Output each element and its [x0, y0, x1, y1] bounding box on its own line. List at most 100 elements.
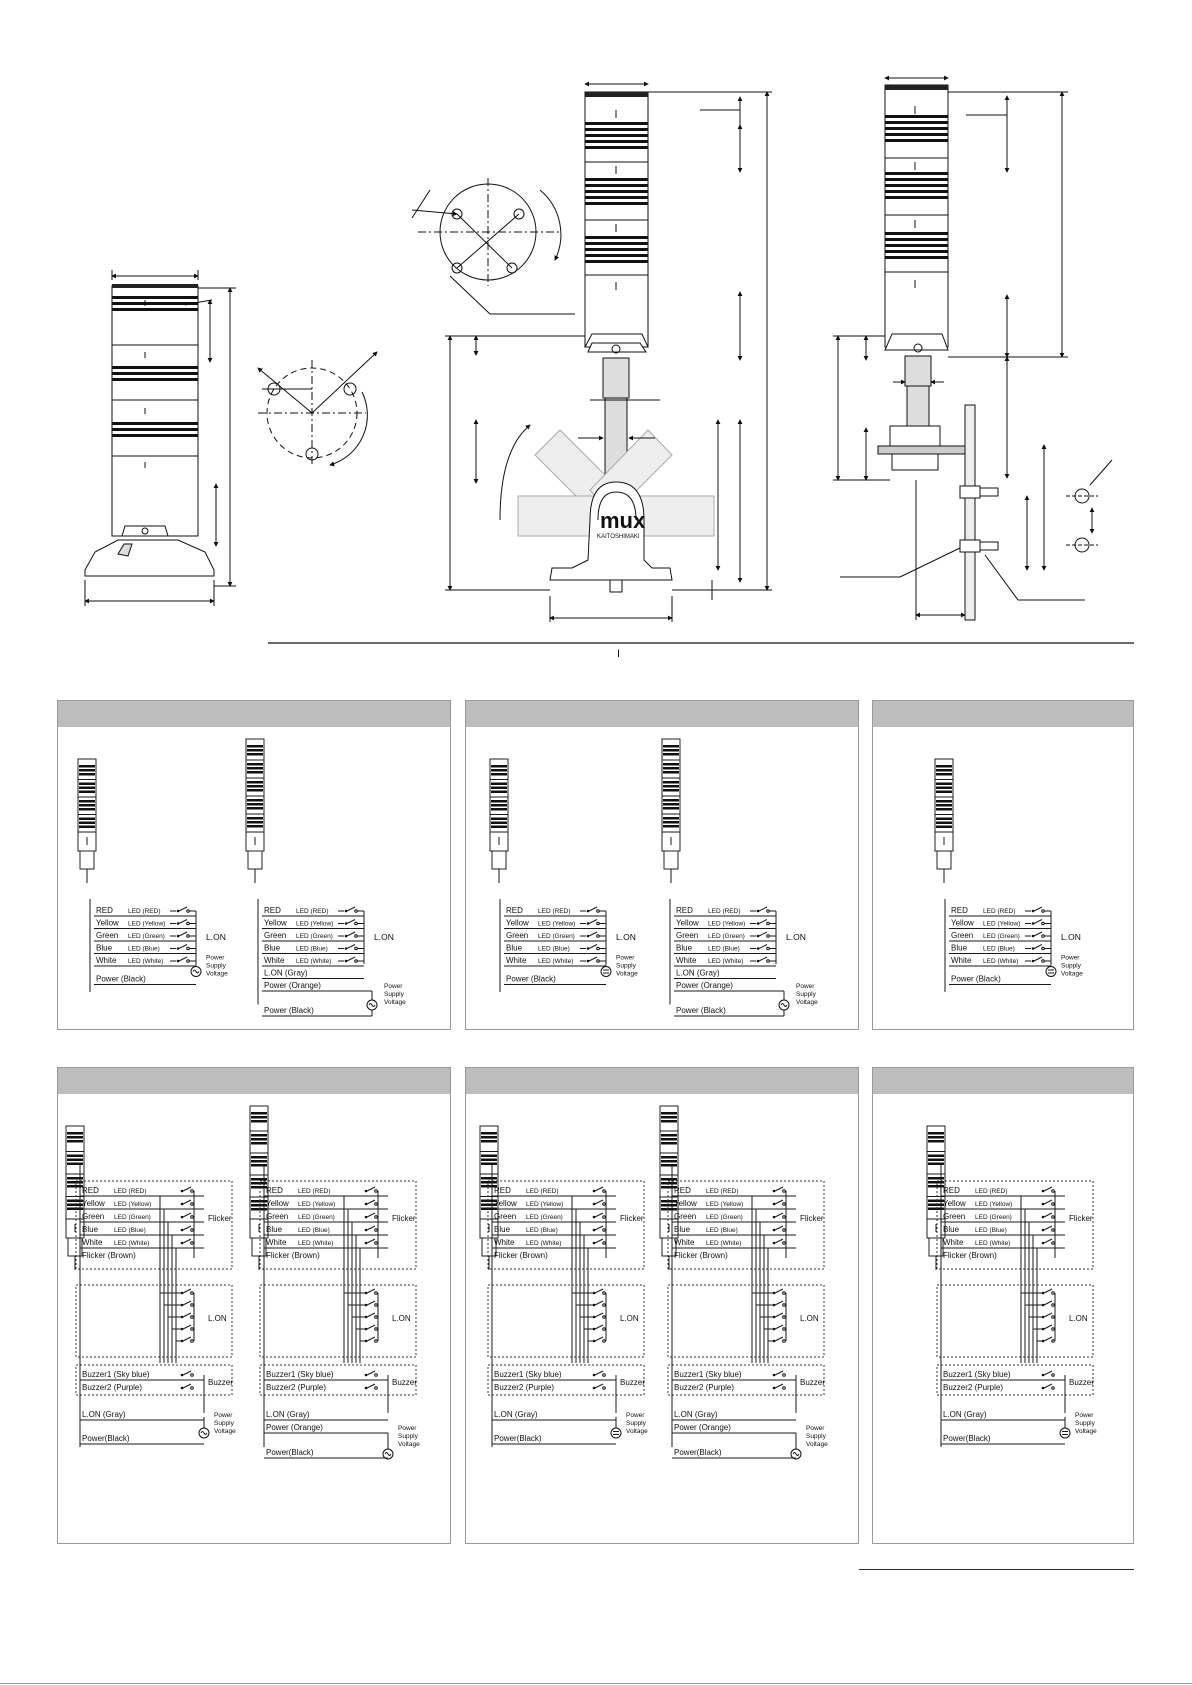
switch-contact [774, 1186, 784, 1192]
tower-tier-band [661, 1156, 677, 1159]
tower-tier-band [936, 765, 952, 768]
switch-contact [766, 959, 770, 963]
switch-contact [1043, 1312, 1053, 1318]
switch-contact [594, 1370, 604, 1376]
switch-contact [190, 1303, 194, 1307]
switch-contact [180, 1386, 184, 1390]
power-supply-label: Power [398, 1425, 417, 1432]
tower-tier-band [247, 749, 263, 752]
led-wire-label: White [96, 956, 117, 965]
tower-tier-band [79, 804, 95, 807]
flicker-block [667, 1180, 825, 1270]
flicker-brown-label: Flicker (Brown) [943, 1251, 997, 1260]
led-color-label: LED (Yellow) [526, 1201, 563, 1208]
dc-source-icon [1045, 966, 1057, 977]
tower-tier-band [481, 1177, 497, 1180]
led-wire-label: Green [506, 931, 528, 940]
tower-tier-band [928, 1162, 944, 1165]
switch-contact [772, 1373, 776, 1377]
power-supply-label: Supply [206, 963, 227, 970]
tower-tier-band [928, 1136, 944, 1139]
switch-contact [594, 1300, 604, 1306]
tower-tier-band [663, 821, 679, 824]
switch-contact [774, 1225, 784, 1231]
tower-tier-band [251, 1186, 267, 1189]
switch-contact [586, 909, 590, 913]
switch-contact [354, 934, 358, 938]
power-supply-label: Supply [616, 963, 637, 970]
switch-contact [772, 1291, 776, 1295]
buzzer-label: Buzzer [1069, 1378, 1094, 1387]
switch-contact [782, 1303, 786, 1307]
switch-contact [758, 956, 768, 962]
led-wire-label: Yellow [264, 919, 287, 928]
switch-contact [588, 956, 598, 962]
buzzer1-label: Buzzer1 (Sky blue) [82, 1370, 150, 1379]
led-wire-label: White [266, 1238, 287, 1247]
switch-contact [588, 931, 598, 937]
led-color-label: LED (RED) [706, 1188, 739, 1195]
led-wire-label: Yellow [943, 1199, 966, 1208]
power-black-label: Power(Black) [674, 1448, 722, 1457]
tower-tier-band [247, 821, 263, 824]
switch-contact [596, 946, 600, 951]
switch-contact [1033, 931, 1043, 937]
ac-source-icon [200, 1431, 208, 1435]
lon-gray-label: L.ON (Gray) [676, 969, 720, 978]
led-wire-label: RED [264, 906, 281, 915]
led-color-label: LED (White) [296, 958, 331, 965]
tower-tier-band [661, 1200, 677, 1203]
switch-contact [190, 1373, 194, 1377]
switch-contact [774, 1336, 784, 1342]
switch-contact [782, 1373, 786, 1377]
led-color-label: LED (White) [538, 958, 573, 965]
switch-contact [182, 1312, 192, 1318]
led-wire-label: Green [264, 931, 286, 940]
switch-contact [186, 934, 190, 938]
switch-contact [344, 947, 348, 950]
led-wire-label: Green [96, 931, 118, 940]
led-wire-label: RED [96, 906, 113, 915]
tower-tier-band [481, 1140, 497, 1143]
switch-contact [182, 1300, 192, 1306]
switch-contact [1051, 1373, 1055, 1377]
switch-contact [594, 1324, 604, 1330]
lon-gray-label: L.ON (Gray) [264, 969, 308, 978]
tower-tier-band [491, 800, 507, 803]
led-wire-label: RED [506, 906, 523, 915]
switch-contact [772, 1327, 776, 1331]
led-color-label: LED (Yellow) [975, 1201, 1012, 1208]
led-color-label: LED (Blue) [975, 1227, 1007, 1234]
tower-tier-band [79, 786, 95, 789]
led-color-label: LED (Yellow) [296, 921, 333, 928]
led-color-label: LED (Green) [706, 1214, 743, 1221]
tower-tier-band [79, 808, 95, 811]
tower-tier-band [663, 789, 679, 792]
switch-contact [782, 1228, 786, 1232]
tower-tier-band [79, 773, 95, 776]
ac-source-icon [368, 1003, 376, 1007]
switch-contact [756, 959, 760, 963]
flicker-label: Flicker [620, 1214, 644, 1223]
switch-contact [176, 947, 180, 950]
tower-tier-band [661, 1120, 677, 1123]
switch-contact [1041, 909, 1045, 913]
tower-tier-band [661, 1134, 677, 1137]
switch-contact [1031, 909, 1035, 913]
buzzer-label: Buzzer [208, 1378, 233, 1387]
tower-tier-band [481, 1158, 497, 1161]
power-supply-label: Supply [1061, 963, 1082, 970]
tower-tier-band [663, 753, 679, 756]
tower-tier-band [936, 821, 952, 824]
power-supply-label: Voltage [398, 1441, 420, 1448]
led-wire-label: RED [494, 1186, 511, 1195]
switch-contact [364, 1215, 368, 1219]
buzzer-block [667, 1364, 825, 1396]
led-color-label: LED (RED) [526, 1188, 559, 1195]
switch-contact [1031, 959, 1035, 963]
lon-label: L.ON [1069, 1314, 1088, 1323]
tower-tier-band [491, 790, 507, 793]
led-color-label: LED (RED) [983, 908, 1016, 915]
